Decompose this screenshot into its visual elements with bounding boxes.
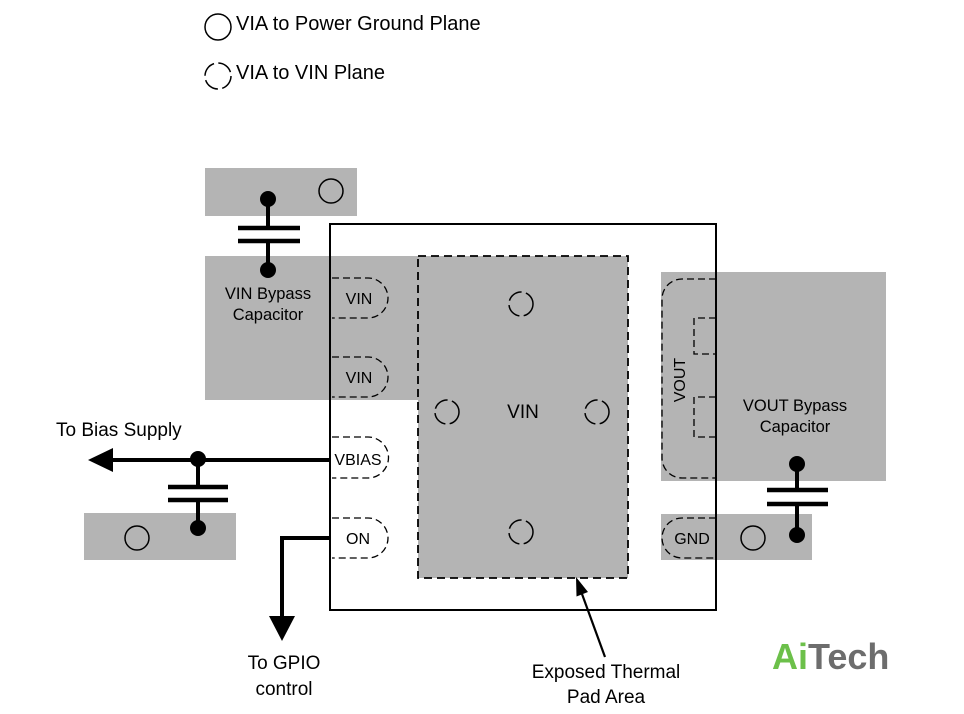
thermal-pad-callout	[576, 577, 607, 658]
gpio-label-line-1: To GPIO	[248, 653, 321, 674]
pin-vout-inner-lower	[693, 396, 716, 438]
vin-cap-node-top	[260, 191, 276, 207]
gpio-label-line-2: control	[255, 679, 312, 700]
ground-via-right	[740, 525, 766, 551]
bias-arrow-left-icon	[88, 448, 113, 472]
gnd-copper-right	[661, 514, 812, 560]
legend: VIA to Power Ground Plane VIA to VIN Pla…	[204, 13, 481, 90]
pin-vbias-label: VBIAS	[334, 452, 381, 469]
vin-via-pad-bottom	[508, 519, 534, 545]
vin-cap-node-bottom	[260, 262, 276, 278]
pin-vin-1-label: VIN	[346, 291, 373, 308]
pin-vout-label: VOUT	[672, 358, 689, 403]
bias-supply-label: To Bias Supply	[56, 420, 182, 441]
pin-on	[332, 517, 389, 559]
bias-supply-trace	[88, 448, 330, 536]
legend-dashed-via-label: VIA to VIN Plane	[236, 62, 385, 84]
thermal-pad-net-label: VIN	[507, 402, 539, 423]
chip-outline	[329, 223, 717, 611]
vin-via-pad-left	[434, 399, 460, 425]
gpio-arrow-down-icon	[269, 616, 295, 641]
dashed-via-legend-icon	[204, 62, 232, 90]
pin-vin-2	[332, 356, 389, 398]
exposed-thermal-pad	[417, 255, 629, 579]
vout-cap-node-top	[789, 456, 805, 472]
pin-vin-1	[332, 277, 389, 319]
pin-gnd-label: GND	[674, 531, 710, 548]
pin-vout	[661, 278, 716, 479]
bias-cap-node-bottom	[190, 520, 206, 536]
solid-via-legend-icon	[204, 13, 232, 41]
vin-bypass-capacitor	[238, 191, 300, 278]
gpio-trace-line	[280, 536, 330, 618]
thermal-callout-arrow-icon	[576, 577, 588, 597]
vout-bypass-label-line-2: Capacitor	[760, 418, 831, 436]
thermal-callout-line	[580, 593, 607, 658]
vin-bypass-label-line-2: Capacitor	[233, 306, 304, 324]
vout-copper-region	[661, 272, 886, 481]
ground-via-left	[124, 525, 150, 551]
thermal-label-line-2: Pad Area	[567, 687, 646, 708]
vout-bypass-capacitor	[767, 456, 828, 543]
ground-via-top	[318, 178, 344, 204]
vout-bypass-label-line-1: VOUT Bypass	[743, 397, 847, 415]
logo-part-1: Ai	[772, 636, 808, 677]
vin-copper-region	[205, 256, 418, 400]
logo-part-2: Tech	[808, 636, 889, 677]
bias-cap-node-top	[190, 451, 206, 467]
ground-copper-top-left	[205, 168, 357, 216]
pin-on-label: ON	[346, 531, 370, 548]
legend-solid-via-label: VIA to Power Ground Plane	[236, 13, 481, 35]
pin-vout-inner-upper	[693, 317, 716, 355]
pin-vbias	[332, 436, 390, 479]
aitech-logo: AiTech	[772, 636, 889, 677]
vin-bypass-label-line-1: VIN Bypass	[225, 285, 311, 303]
vin-via-pad-right	[584, 399, 610, 425]
pin-gnd	[661, 517, 716, 559]
vin-via-pad-top	[508, 291, 534, 317]
gpio-trace	[269, 536, 330, 641]
vout-cap-node-bottom	[789, 527, 805, 543]
thermal-label-line-1: Exposed Thermal	[532, 662, 681, 683]
pin-vin-2-label: VIN	[346, 370, 373, 387]
ground-copper-bottom-left	[84, 513, 236, 560]
